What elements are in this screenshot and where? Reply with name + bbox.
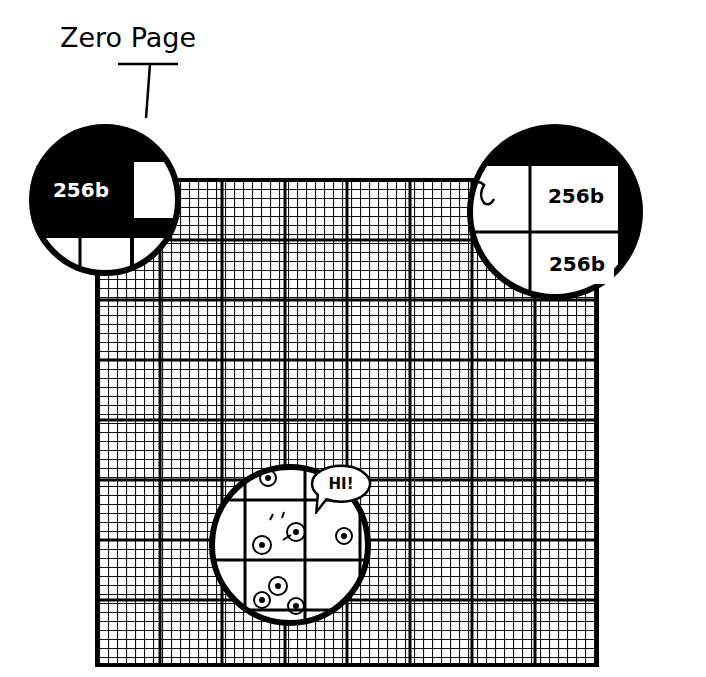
leader-line xyxy=(118,64,178,118)
cell-text: 256b xyxy=(548,184,604,208)
cell-text: HI! xyxy=(329,475,354,493)
magnifier-zero-page xyxy=(20,120,200,290)
cell-text: 256b xyxy=(549,252,605,276)
memory-cell: 256b xyxy=(537,172,615,220)
cell-text: 256b xyxy=(53,178,109,202)
magnifier-bytes xyxy=(200,460,380,640)
page-label: Zero Page xyxy=(60,22,196,53)
speech-bubble: HI! xyxy=(316,466,366,502)
magnifier-pages xyxy=(460,120,660,320)
memory-cell: 256b xyxy=(540,244,614,284)
memory-cell: 256b xyxy=(36,166,126,214)
